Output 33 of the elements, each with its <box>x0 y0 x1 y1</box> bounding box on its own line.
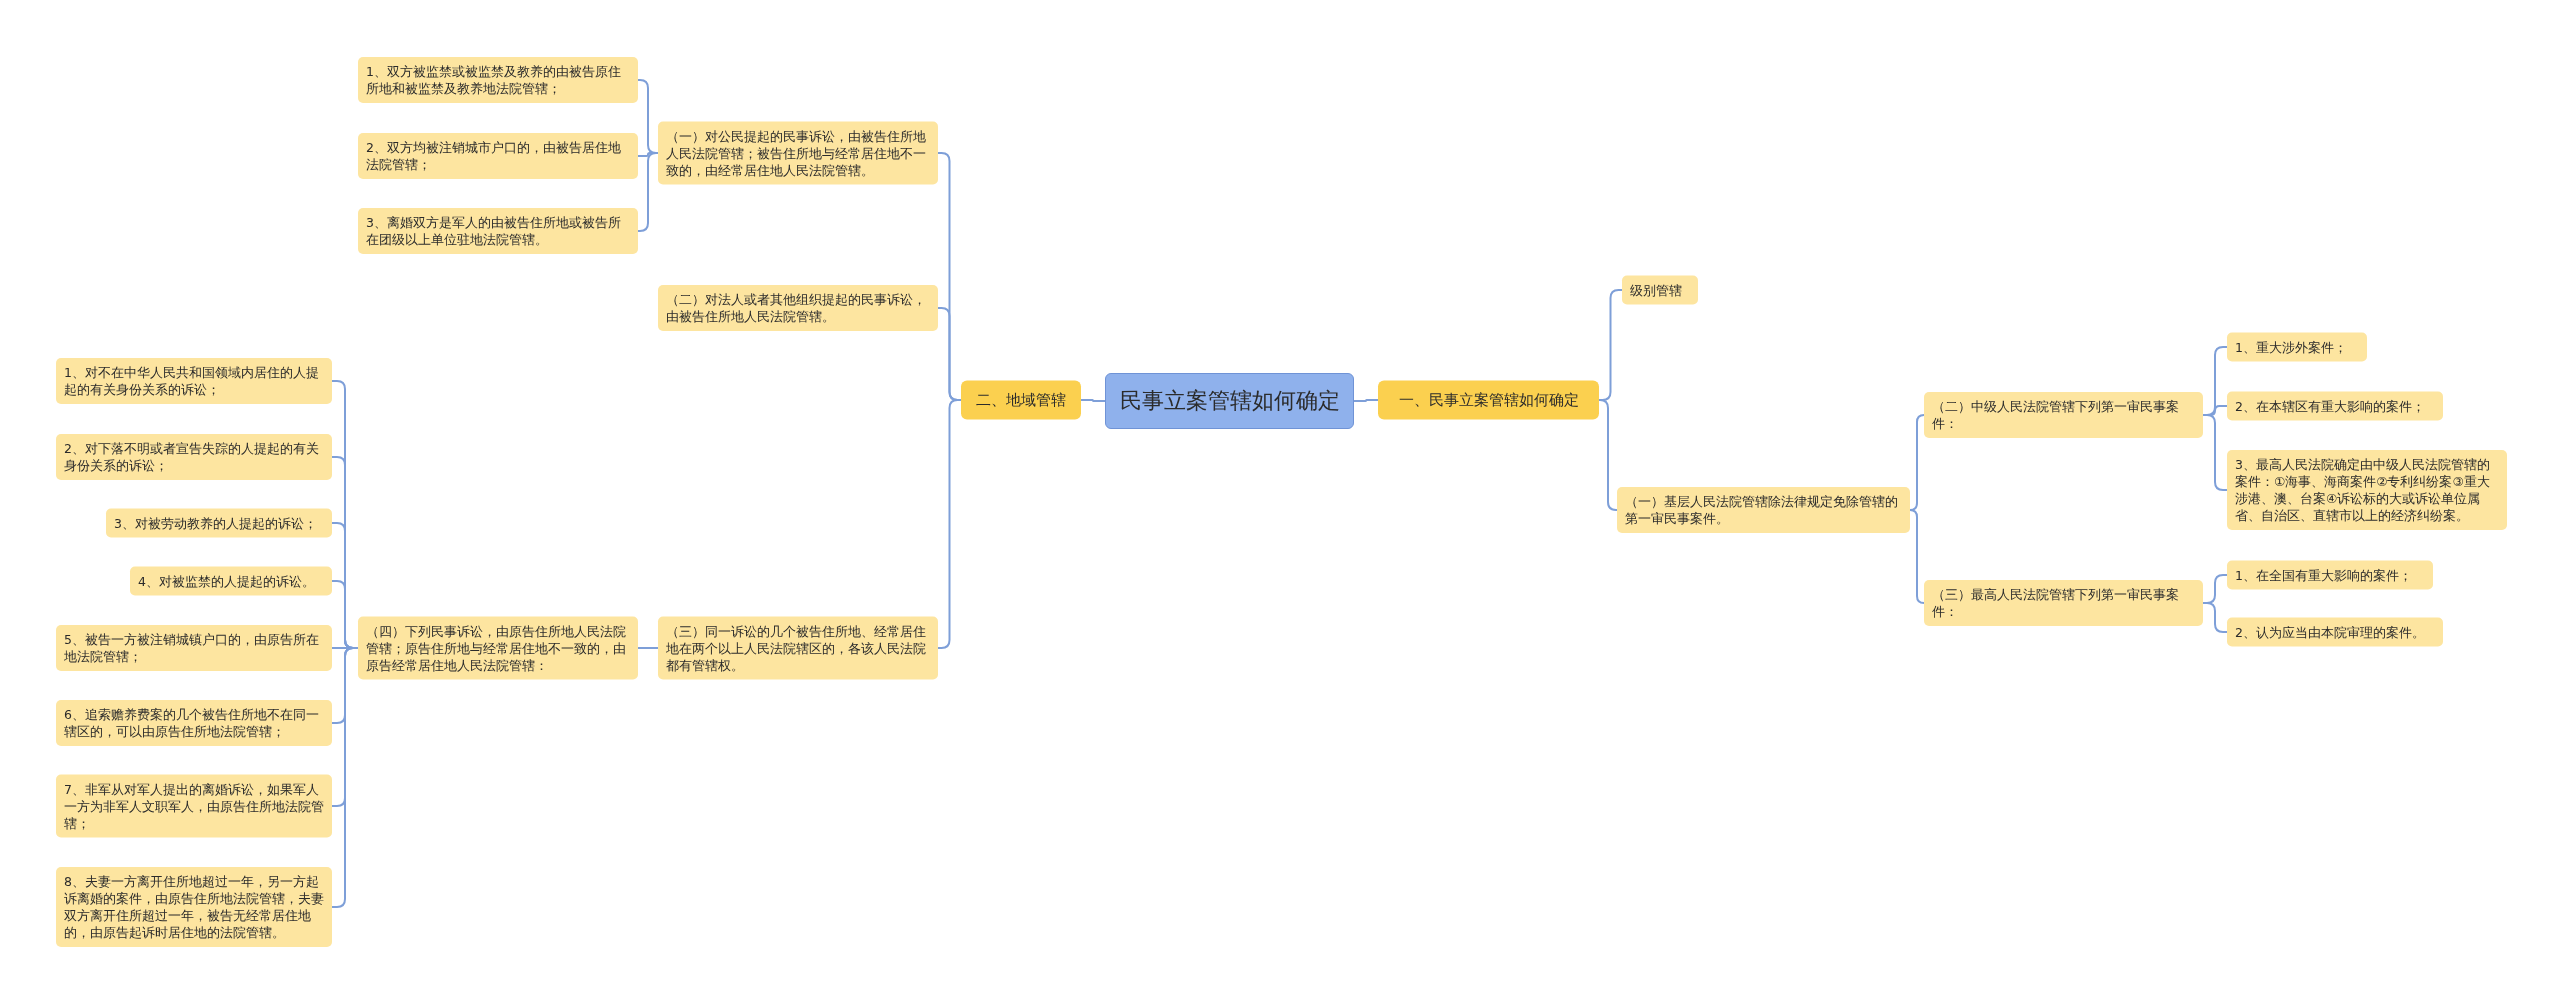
subtopic-box: （三）最高人民法院管辖下列第一审民事案件： <box>1924 580 2203 626</box>
subtopic-box: （二）中级人民法院管辖下列第一审民事案件： <box>1924 392 2203 438</box>
subtopic-box: 7、非军从对军人提出的离婚诉讼，如果军人一方为非军人文职军人，由原告住所地法院管辖； <box>56 774 332 838</box>
subtopic-box: 8、夫妻一方离开住所地超过一年，另一方起诉离婚的案件，由原告住所地法院管辖，夫妻双方离开住所超过一年，被告无经常居住地的，由原告起诉时居住地的法院管辖。 <box>56 867 332 947</box>
subtopic-box: （二）对法人或者其他组织提起的民事诉讼，由被告住所地人民法院管辖。 <box>658 285 938 331</box>
subtopic-box: 3、最高人民法院确定由中级人民法院管辖的案件：①海事、海商案件②专利纠纷案③重大涉港、澳、台案④诉讼标的大或诉讼单位属省、自治区、直辖市以上的经济纠纷案。 <box>2227 450 2507 530</box>
central-topic-box: 民事立案管辖如何确定 <box>1105 373 1354 429</box>
subtopic-box: 1、双方被监禁或被监禁及教养的由被告原住所地和被监禁及教养地法院管辖； <box>358 57 638 103</box>
connector-line <box>637 152 659 232</box>
subtopic-box: （三）同一诉讼的几个被告住所地、经常居住地在两个以上人民法院辖区的，各该人民法院都有管辖权。 <box>658 616 938 680</box>
connector-line <box>1353 399 1379 402</box>
connector-line <box>1909 509 1925 604</box>
subtopic-box: 1、对不在中华人民共和国领域内居住的人提起的有关身份关系的诉讼； <box>56 358 332 404</box>
subtopic-box: （一）对公民提起的民事诉讼，由被告住所地人民法院管辖；被告住所地与经常居住地不一致的，由经常居住地人民法院管辖。 <box>658 121 938 185</box>
subtopic-box: 2、在本辖区有重大影响的案件； <box>2227 391 2443 421</box>
connector-line <box>1598 399 1618 511</box>
subtopic-box: 6、追索赡养费案的几个被告住所地不在同一辖区的，可以由原告住所地法院管辖； <box>56 700 332 746</box>
subtopic-box: 4、对被监禁的人提起的诉讼。 <box>130 566 332 596</box>
subtopic-box: 2、对下落不明或者宣告失踪的人提起的有关身份关系的诉讼； <box>56 434 332 480</box>
subtopic-box: 3、对被劳动教养的人提起的诉讼； <box>106 508 332 538</box>
connector-line <box>1080 399 1106 402</box>
main-topic-box: 一、民事立案管辖如何确定 <box>1378 380 1599 420</box>
main-topic-box: 二、地域管辖 <box>961 380 1081 420</box>
subtopic-box: （一）基层人民法院管辖除法律规定免除管辖的第一审民事案件。 <box>1617 487 1910 533</box>
subtopic-box: 1、重大涉外案件； <box>2227 332 2367 362</box>
subtopic-box: 1、在全国有重大影响的案件； <box>2227 560 2433 590</box>
subtopic-box: 2、认为应当由本院审理的案件。 <box>2227 617 2443 647</box>
subtopic-box: 级别管辖 <box>1622 275 1698 305</box>
subtopic-box: 5、被告一方被注销城镇户口的，由原告所在地法院管辖； <box>56 625 332 671</box>
subtopic-box: 2、双方均被注销城市户口的，由被告居住地法院管辖； <box>358 133 638 179</box>
subtopic-box: （四）下列民事诉讼，由原告住所地人民法院管辖；原告住所地与经常居住地不一致的，由原告经常居住地人民法院管辖： <box>358 616 638 680</box>
subtopic-box: 3、离婚双方是军人的由被告住所地或被告所在团级以上单位驻地法院管辖。 <box>358 208 638 254</box>
connector-line <box>637 647 659 649</box>
